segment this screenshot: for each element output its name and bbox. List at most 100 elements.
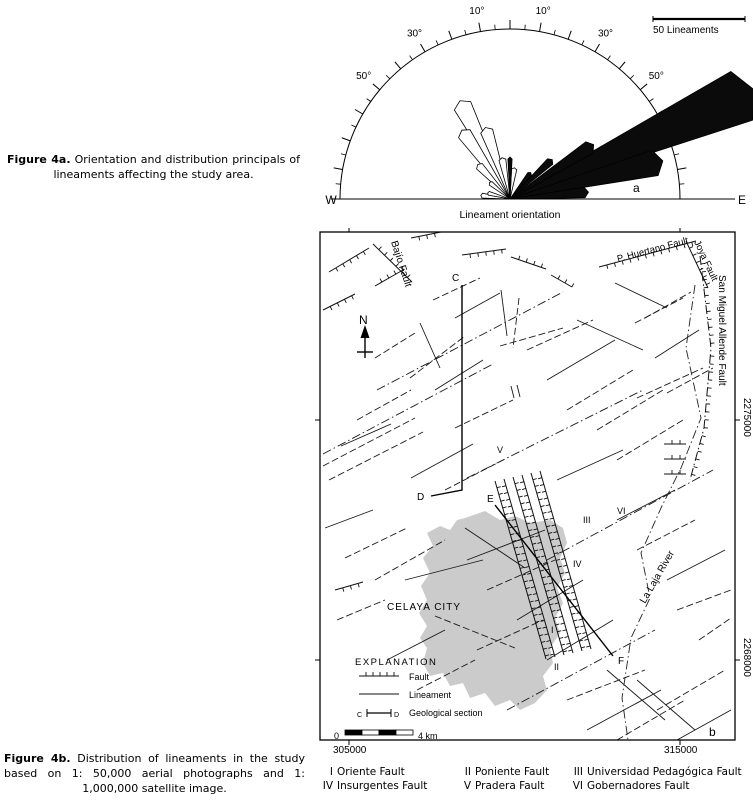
fault-tick	[555, 537, 560, 540]
fault-tick	[511, 518, 516, 521]
fault-tick	[543, 497, 548, 500]
fault-tick	[553, 531, 558, 534]
fault-tick	[683, 244, 686, 249]
fault-tick	[547, 510, 552, 513]
fault-tick	[537, 627, 542, 630]
fault-numeral-iii: III	[583, 515, 591, 525]
figure-4a-caption: Figure 4a. Orientation and distribution …	[7, 152, 300, 182]
lineament	[666, 367, 714, 394]
scalebar-segment	[395, 729, 414, 736]
lineament	[434, 359, 484, 391]
fault-tick	[509, 512, 514, 515]
lineament	[656, 669, 726, 711]
lineament	[614, 282, 668, 309]
fault-tick	[550, 653, 555, 656]
rose-tick	[629, 74, 635, 80]
fault-tick	[336, 302, 340, 307]
fault-tick	[538, 613, 543, 616]
lineament	[466, 529, 546, 561]
fault-tick	[329, 306, 333, 311]
fault-numeral-v: V	[497, 445, 503, 455]
fault-line	[598, 240, 697, 268]
fault-tick	[552, 595, 557, 598]
fault-tick	[501, 485, 507, 488]
fault-tick	[536, 606, 541, 609]
fault-tick	[563, 585, 568, 588]
fault-tick	[551, 610, 556, 613]
rose-degree-label: 10°	[469, 6, 484, 17]
fault-tick	[542, 626, 547, 629]
fault-tick	[523, 580, 528, 583]
fault-tick	[549, 517, 554, 520]
rose-tick	[420, 43, 426, 53]
fault-tick	[564, 636, 569, 639]
fault-tick	[537, 477, 543, 480]
fault-tick	[517, 539, 522, 542]
lineament	[419, 322, 441, 369]
fault-tick	[566, 578, 571, 581]
fault-key-numeral: II	[464, 766, 471, 778]
fault-tick	[559, 636, 564, 639]
fault-tick	[568, 649, 573, 652]
fault-tick	[519, 545, 524, 548]
fault-line	[461, 248, 507, 256]
fault-tick	[533, 614, 538, 617]
fault-tick	[586, 645, 591, 648]
fault-tick	[564, 279, 568, 284]
fault-tick	[505, 498, 510, 501]
fault-tick	[523, 494, 528, 497]
fault-tick	[578, 618, 583, 621]
legend-section-label: Geological section	[409, 708, 483, 718]
fault-numeral-ii: II	[554, 662, 559, 672]
fault-tick	[569, 606, 574, 609]
fault-tick	[562, 629, 567, 632]
rose-degree-label: 30°	[598, 29, 613, 40]
lineament	[636, 519, 696, 551]
rose-tick	[674, 153, 680, 156]
fault-tick	[571, 283, 575, 288]
fault-tick	[521, 573, 526, 576]
scalebar-zero: 0	[334, 731, 339, 741]
section-point-c: C	[452, 273, 459, 284]
fault-tick	[540, 505, 545, 508]
lineament	[616, 419, 684, 461]
fault-tick	[539, 634, 544, 637]
lineament	[556, 449, 624, 481]
lineament	[516, 579, 584, 621]
fault-tick	[581, 646, 586, 649]
figure-4b-caption: Figure 4b. Distribution of lineaments in…	[4, 751, 305, 796]
fault-tick	[691, 242, 694, 247]
rose-petal	[509, 186, 589, 200]
fault-tick	[502, 506, 507, 509]
rose-tick	[448, 30, 453, 40]
fault-tick	[531, 521, 536, 524]
rose-petal	[509, 172, 532, 200]
lineament	[596, 389, 664, 431]
fault-tick	[547, 596, 552, 599]
fault-line	[328, 247, 370, 273]
fault-tick	[542, 511, 547, 514]
bajio-fault-label: Bajío Fault	[388, 240, 413, 289]
lineament	[654, 329, 700, 359]
fault-tick	[546, 640, 551, 643]
fault-tick	[534, 549, 539, 552]
fault-tick	[514, 546, 519, 549]
fault-tick	[537, 541, 542, 544]
fault-tick	[545, 504, 550, 507]
rose-tick	[567, 30, 572, 40]
fault-tick	[378, 246, 382, 250]
map-frame	[319, 231, 736, 741]
fault-tick	[523, 559, 528, 562]
legend-section-c: C	[357, 712, 362, 719]
fault-tick	[579, 639, 584, 642]
lineament	[546, 619, 614, 661]
rose-degree-label: 10°	[536, 6, 551, 17]
fault-tick	[527, 572, 532, 575]
fault-tick	[550, 588, 555, 591]
fault-tick	[692, 253, 697, 256]
fault-tick	[530, 586, 535, 589]
fault-tick	[503, 492, 508, 494]
